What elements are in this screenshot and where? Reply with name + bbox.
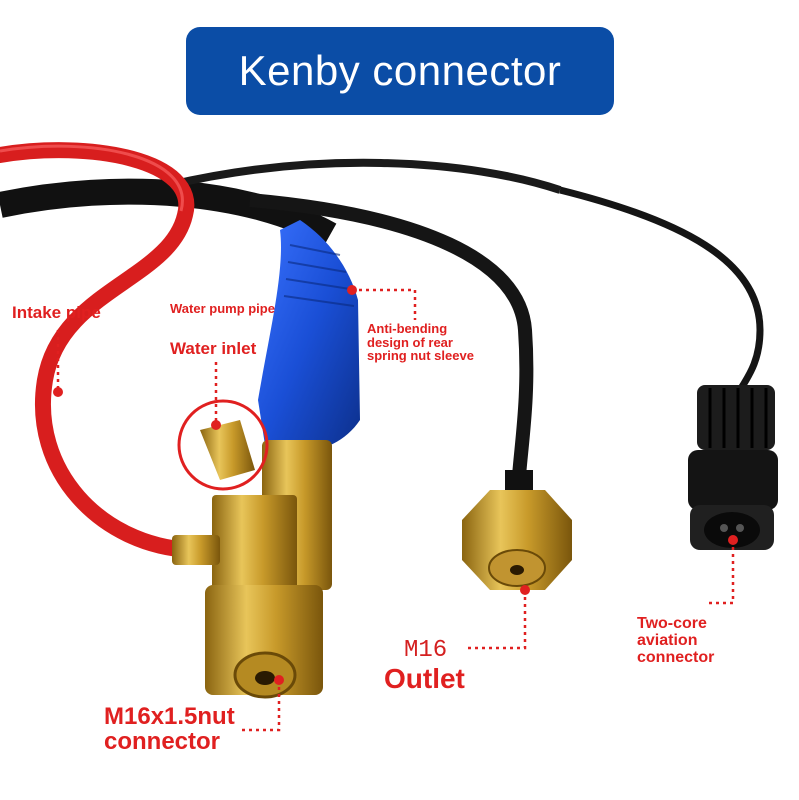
nut-line-2: connector	[104, 728, 221, 756]
anti-bending-line-3: spring nut sleeve	[367, 348, 474, 364]
outlet-label: Outlet	[384, 663, 465, 694]
nut-leader	[238, 680, 281, 732]
aviation-connector	[688, 385, 778, 550]
blue-spring-sleeve	[258, 220, 360, 452]
outlet-cable	[249, 193, 534, 491]
signal-cable	[559, 186, 764, 402]
anti-bending-line-2: design of rear	[367, 334, 453, 350]
two-core-leader	[705, 540, 735, 605]
water-inlet-highlight-circle	[177, 399, 269, 491]
nut-connector-label: M16x1.5nut connector	[104, 703, 235, 756]
anti-bending-leader	[352, 288, 417, 320]
title-banner: Kenby connector	[186, 27, 614, 115]
nut-line-1: M16x1.5nut	[104, 703, 235, 730]
two-core-line-2: aviation	[637, 631, 698, 649]
m16-label: M16	[404, 637, 448, 664]
intake-pipe-label: Intake pipe	[12, 303, 101, 322]
anti-bending-label: Anti-bending design of rear spring nut s…	[367, 322, 517, 363]
m16-outlet-nut	[462, 470, 572, 590]
two-core-line-3: connector	[637, 648, 715, 666]
page-title: Kenby connector	[238, 47, 562, 94]
anti-bending-line-1: Anti-bending	[367, 321, 448, 336]
m16-leader	[468, 590, 527, 650]
water-pump-pipe-label: Water pump pipe	[170, 301, 275, 316]
two-core-line-1: Two-core	[637, 615, 707, 632]
red-hose	[0, 142, 223, 559]
brass-torch-connector	[172, 420, 332, 699]
two-core-label: Two-core aviation connector	[637, 615, 715, 666]
thin-black-cable-top	[169, 158, 562, 194]
water-inlet-label: Water inlet	[170, 339, 257, 358]
